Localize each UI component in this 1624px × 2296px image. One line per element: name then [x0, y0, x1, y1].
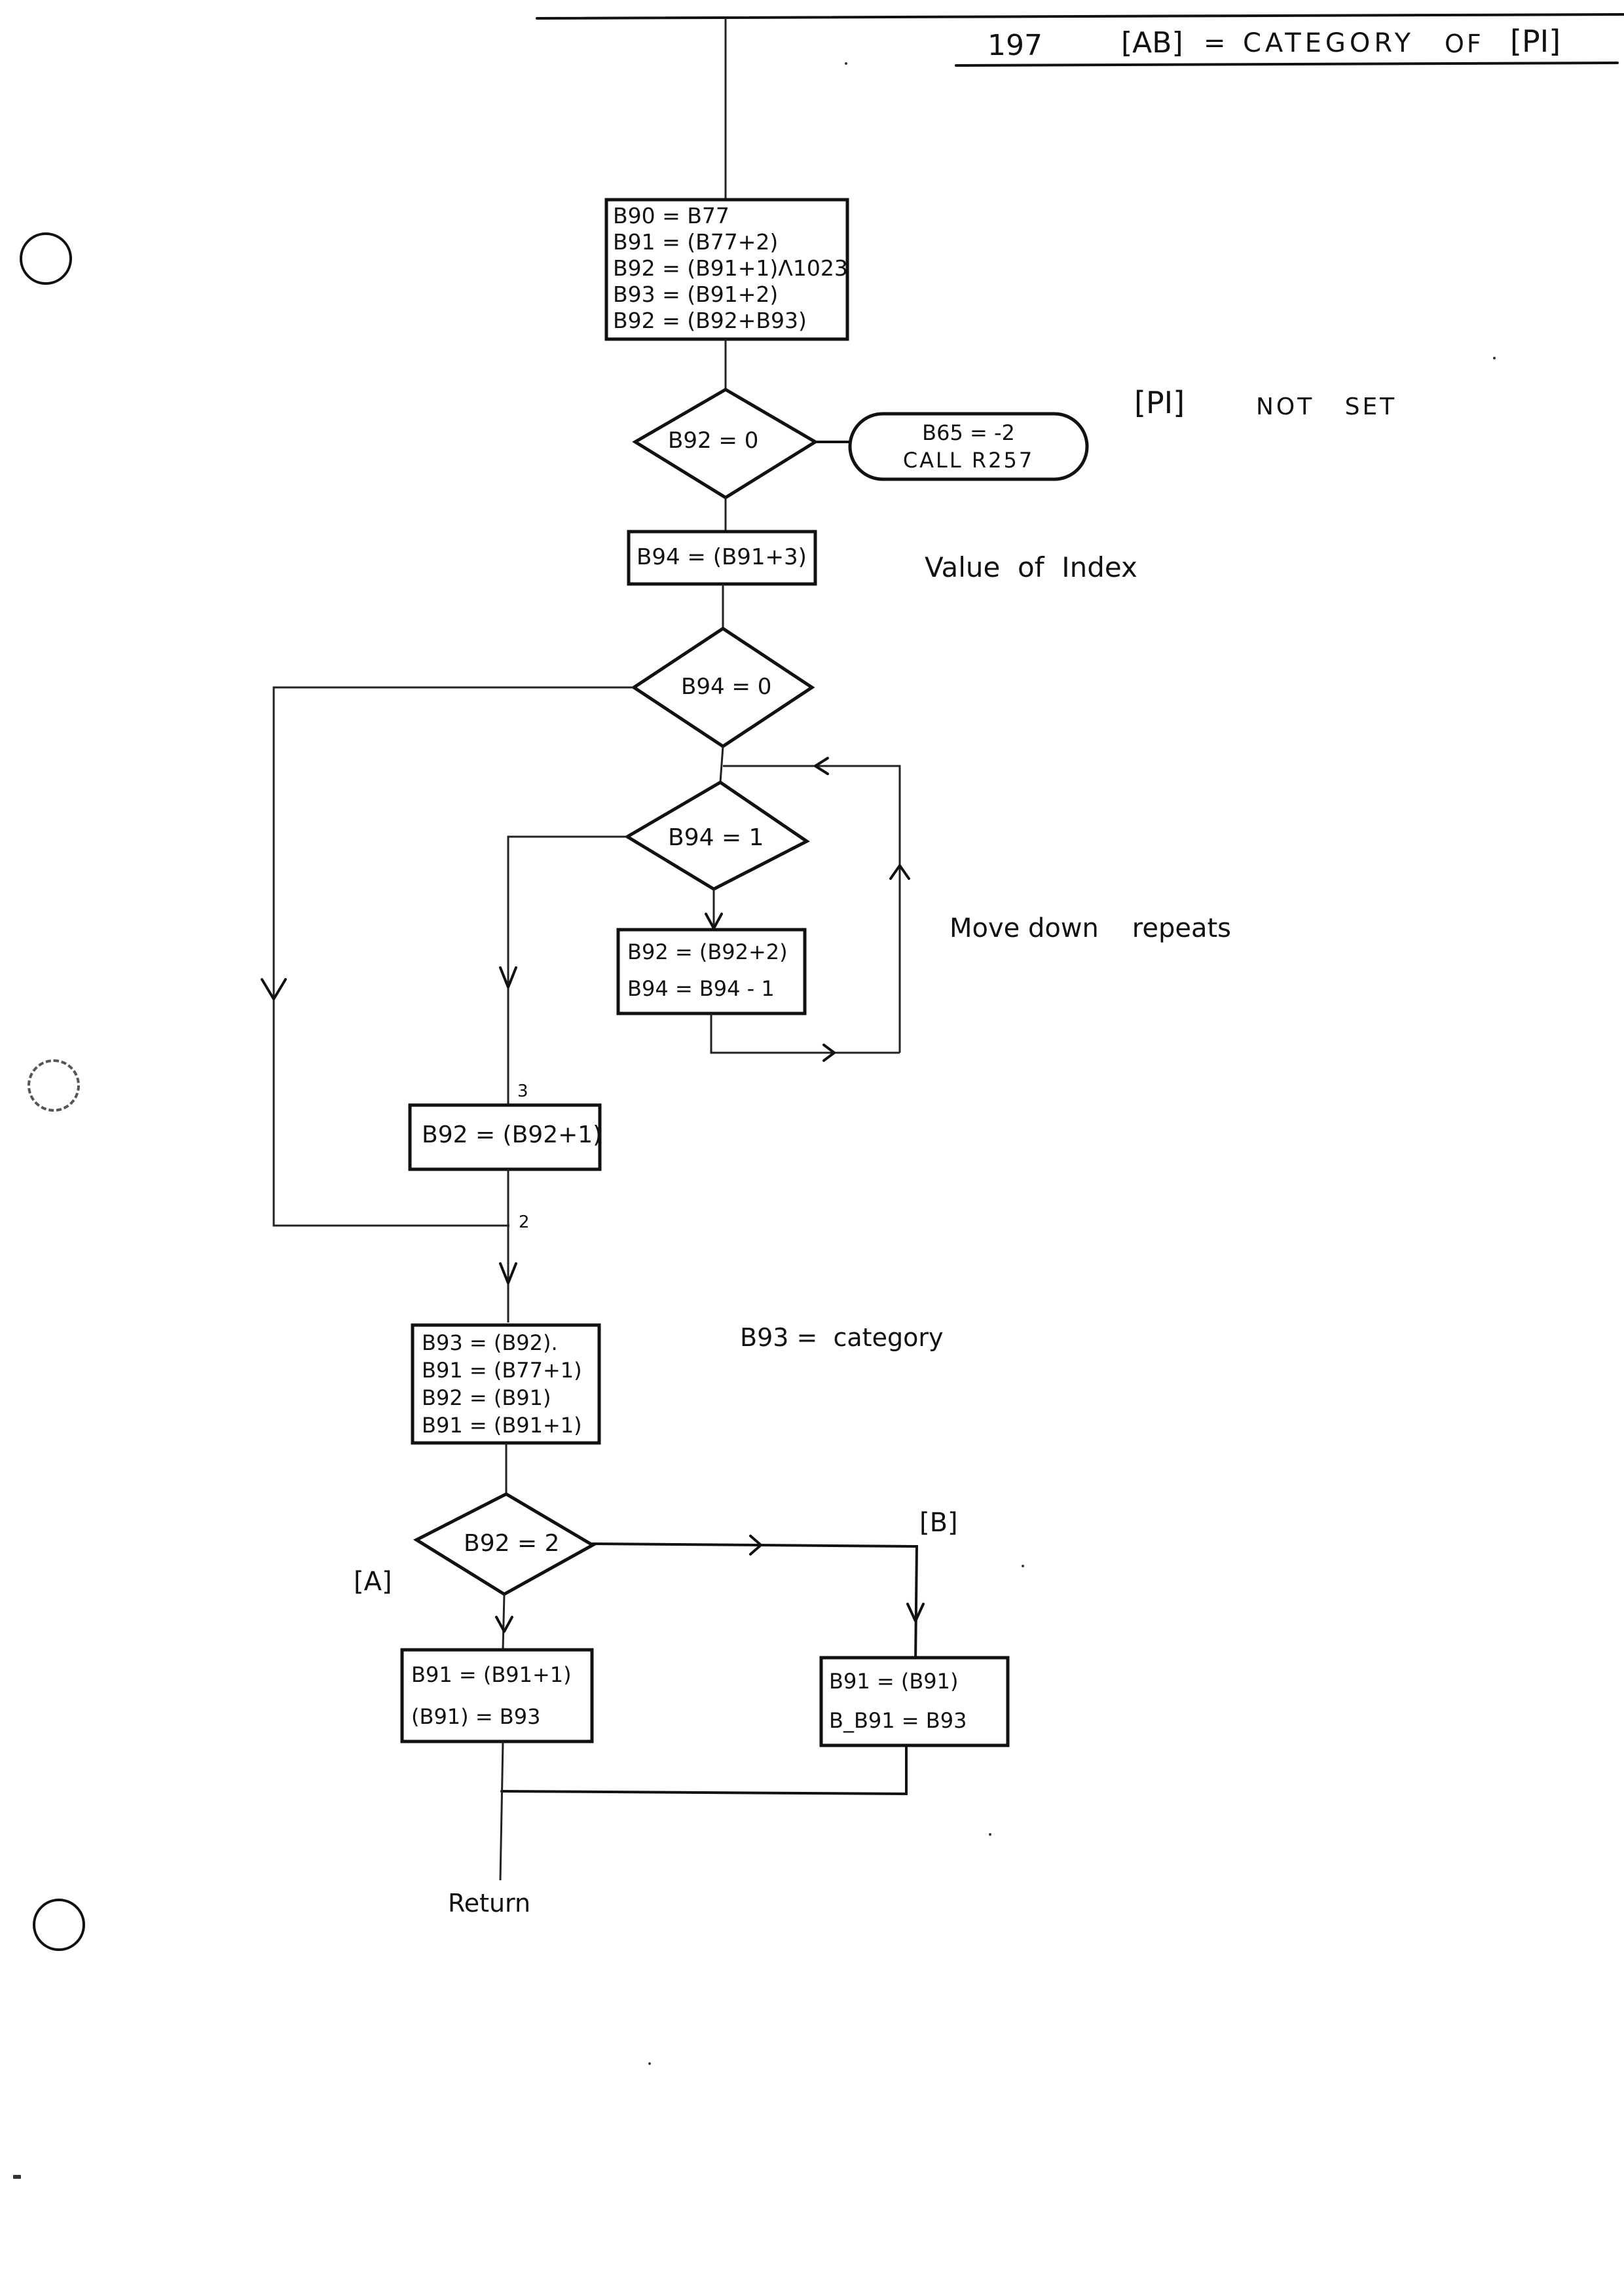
loop-line-2: B94 = B94 - 1 [627, 976, 775, 1001]
error-line-1: B65 = -2 [922, 420, 1015, 445]
pi-bracket-annotation: [PI] [1134, 385, 1185, 420]
arrow-down-branch-a [495, 1616, 513, 1633]
arrow-down-b94-one-left [499, 966, 517, 989]
title-of: OF [1445, 29, 1484, 58]
category-line-4: B91 = (B91+1) [422, 1413, 582, 1438]
value-of-index-annotation: Value of Index [925, 551, 1137, 583]
return-label: Return [448, 1889, 531, 1918]
branch-a-tag: [A] [354, 1567, 392, 1597]
decision-b94-one: B94 = 1 [668, 824, 764, 851]
scan-speck [989, 1833, 991, 1836]
arrow-down-bypass [261, 978, 287, 1000]
branch-b-line-2: B_B91 = B93 [829, 1708, 967, 1733]
punch-hole-middle [28, 1059, 80, 1112]
set-index-box: B94 = (B91+3) [637, 544, 807, 570]
arrow-left-loop-top [814, 757, 829, 775]
arrow-down-to-category [499, 1262, 517, 1285]
arrow-up-loop-right [889, 864, 910, 880]
connector-to-decision-b94-one [719, 746, 724, 783]
branch-a-box-shape [400, 1648, 594, 1743]
loop-return-bottom [710, 1013, 900, 1054]
branch-b-box-shape [819, 1656, 1010, 1747]
page-number: 197 [987, 29, 1043, 62]
header-rule-bottom [955, 62, 1619, 67]
title-right-bracket: [PI] [1510, 24, 1561, 59]
branch-b-box: B91 = (B91) B_B91 = B93 [829, 1662, 967, 1740]
scan-speck [845, 62, 847, 65]
error-terminal-shape [848, 412, 1089, 481]
connector-branch-a [502, 1594, 506, 1650]
arrow-right-loop-bottom [822, 1044, 836, 1062]
header-rule-top [536, 13, 1624, 20]
b93-category-annotation: B93 = category [740, 1323, 944, 1352]
title-category: CATEGORY [1243, 28, 1415, 58]
init-line-5: B92 = (B92+B93) [613, 308, 807, 333]
scan-speck [13, 2175, 21, 2179]
punch-hole-top [20, 232, 72, 285]
title-left-bracket: [AB] [1121, 26, 1183, 60]
increment-box: B92 = (B92+1) [422, 1121, 602, 1148]
connector-b94-one-left [507, 835, 627, 1162]
decision-b92-zero: B92 = 0 [668, 428, 759, 454]
category-line-2: B91 = (B77+1) [422, 1358, 582, 1383]
loop-box: B92 = (B92+2) B94 = B94 - 1 [627, 934, 788, 1007]
arrow-down-branch-b [906, 1603, 925, 1622]
init-line-2: B91 = (B77+2) [613, 229, 779, 255]
init-line-1: B90 = B77 [613, 203, 729, 228]
error-line-2: CALL R257 [902, 448, 1035, 473]
category-line-3: B92 = (B91) [422, 1385, 551, 1410]
init-box: B90 = B77 B91 = (B77+2) B92 = (B91+1)Λ10… [613, 203, 848, 334]
category-box: B93 = (B92). B91 = (B77+1) B92 = (B91) B… [422, 1329, 582, 1439]
category-line-1: B93 = (B92). [422, 1330, 558, 1355]
init-box-shape [604, 198, 849, 341]
branch-a-line-1: B91 = (B91+1) [411, 1662, 572, 1687]
move-down-annotation: Move down repeats [950, 913, 1231, 943]
arrow-right-branch-b [749, 1535, 762, 1556]
branch-a-box: B91 = (B91+1) (B91) = B93 [411, 1654, 572, 1738]
title-equals: = [1204, 28, 1226, 58]
punch-hole-bottom [33, 1899, 85, 1951]
loop-return-top [723, 765, 901, 1053]
connector-branch-b [591, 1542, 919, 1664]
loop-box-shape [616, 928, 807, 1015]
connector-label-3: 3 [517, 1082, 528, 1101]
decision-b92-two: B92 = 2 [464, 1530, 560, 1557]
branch-b-line-1: B91 = (B91) [829, 1669, 959, 1694]
init-line-4: B93 = (B91+2) [613, 282, 779, 307]
connector-branch-a-down [499, 1741, 504, 1881]
increment-box-shape [408, 1103, 602, 1171]
connector-join [500, 1744, 908, 1796]
error-terminal: B65 = -2 CALL R257 [850, 419, 1087, 474]
loop-line-1: B92 = (B92+2) [627, 939, 788, 964]
init-line-3: B92 = (B91+1)Λ1023 [613, 255, 848, 281]
scan-speck [1493, 357, 1496, 359]
connector-b94-zero-bypass [272, 686, 634, 1227]
connector-label-2: 2 [519, 1212, 530, 1232]
not-set-annotation: NOT SET [1256, 393, 1397, 420]
branch-a-line-2: (B91) = B93 [411, 1704, 541, 1729]
branch-b-tag: [B] [919, 1508, 958, 1538]
decision-b94-zero: B94 = 0 [681, 674, 772, 700]
scan-speck [1022, 1565, 1024, 1567]
scan-speck [648, 2062, 651, 2065]
